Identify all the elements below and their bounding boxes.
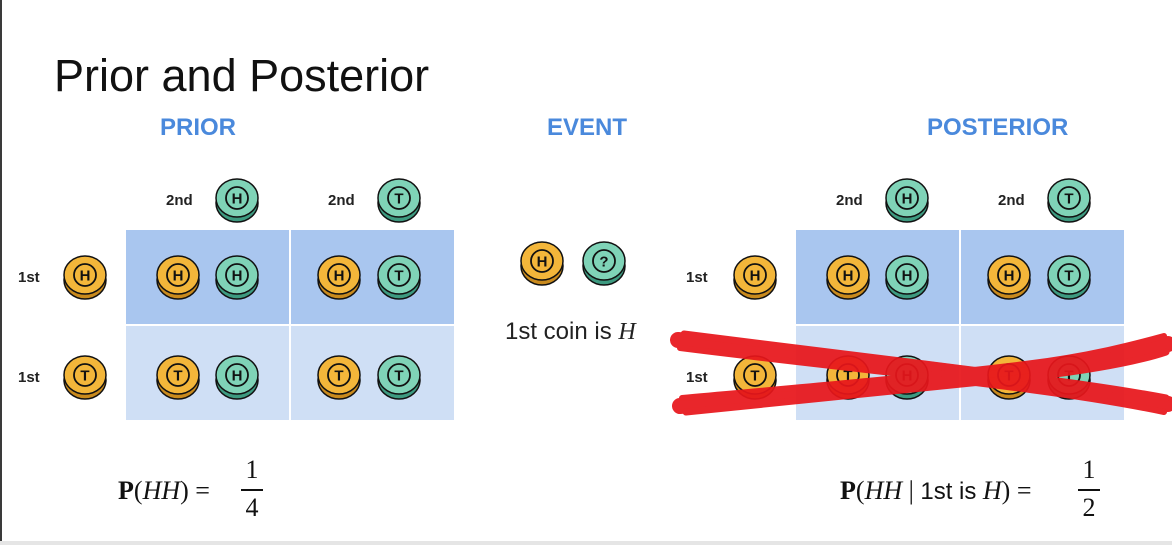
- gold-coin-icon: H: [732, 254, 778, 300]
- gold-coin-icon: T: [316, 354, 362, 400]
- event-description: 1st coin is H: [505, 318, 636, 345]
- teal-coin-icon: T: [376, 254, 422, 300]
- coin-letter: T: [173, 368, 182, 385]
- coin-letter: H: [80, 268, 91, 285]
- event-heading: EVENT: [547, 114, 628, 141]
- coin-letter: H: [232, 191, 243, 208]
- coin-letter: T: [80, 368, 89, 385]
- frame-bottom-border: [0, 541, 1172, 545]
- posterior-row-label-1st: 1st: [686, 269, 708, 286]
- teal-coin-icon: T: [1046, 177, 1092, 223]
- frame-left-border: [0, 0, 2, 545]
- prior-row-label-1st: 1st: [18, 269, 40, 286]
- coin-letter: H: [232, 268, 243, 285]
- posterior-fraction-bar: [1078, 489, 1100, 491]
- coin-letter: T: [394, 268, 403, 285]
- coin-letter: H: [537, 254, 548, 271]
- coin-letter: T: [1064, 268, 1073, 285]
- prior-row-label-1st: 1st: [18, 369, 40, 386]
- prior-fraction-bar: [241, 489, 263, 491]
- prior-col-label-2nd: 2nd: [328, 192, 355, 209]
- prior-formula: P(HH) =: [118, 476, 210, 505]
- gold-coin-icon: T: [62, 354, 108, 400]
- posterior-denominator: 2: [1082, 493, 1096, 522]
- coin-letter: T: [394, 368, 403, 385]
- gold-coin-icon: H: [986, 254, 1032, 300]
- posterior-numerator: 1: [1082, 455, 1096, 484]
- coin-glyph: T: [156, 355, 200, 400]
- coin-letter: H: [334, 268, 345, 285]
- coin-letter: T: [750, 368, 759, 385]
- coin-letter: ?: [599, 254, 608, 271]
- coin-letter: T: [1064, 368, 1073, 385]
- slide-title: Prior and Posterior: [54, 50, 430, 101]
- coin-glyph: T: [377, 255, 421, 300]
- coin-glyph: H: [826, 255, 870, 300]
- coin-letter: H: [902, 191, 913, 208]
- coin-glyph: T: [317, 355, 361, 400]
- coin-glyph: H: [520, 241, 564, 286]
- posterior-heading: POSTERIOR: [927, 114, 1069, 141]
- prior-col-label-2nd: 2nd: [166, 192, 193, 209]
- coin-letter: T: [334, 368, 343, 385]
- coin-glyph: T: [63, 355, 107, 400]
- teal-coin-icon: H: [214, 354, 260, 400]
- coin-letter: H: [843, 268, 854, 285]
- coin-glyph: H: [987, 255, 1031, 300]
- coin-letter: H: [902, 268, 913, 285]
- coin-letter: T: [394, 191, 403, 208]
- coin-glyph: H: [63, 255, 107, 300]
- coin-glyph: H: [156, 255, 200, 300]
- gold-coin-icon: H: [62, 254, 108, 300]
- coin-glyph: ?: [582, 241, 626, 286]
- posterior-row-label-1st: 1st: [686, 369, 708, 386]
- gold-coin-icon: H: [155, 254, 201, 300]
- coin-letter: H: [173, 268, 184, 285]
- teal-coin-icon: ?: [581, 240, 627, 286]
- coin-letter: T: [1064, 191, 1073, 208]
- coin-glyph: H: [885, 178, 929, 223]
- coin-glyph: T: [1047, 178, 1091, 223]
- posterior-col-label-2nd: 2nd: [998, 192, 1025, 209]
- prior-cell-hh: [126, 230, 289, 324]
- prior-denominator: 4: [245, 493, 259, 522]
- teal-coin-icon: H: [884, 177, 930, 223]
- coin-letter: H: [1004, 268, 1015, 285]
- coin-letter: H: [232, 368, 243, 385]
- coin-glyph: H: [215, 255, 259, 300]
- coin-glyph: T: [377, 178, 421, 223]
- prior-cell-th: [126, 326, 289, 420]
- teal-coin-icon: T: [1046, 254, 1092, 300]
- coin-glyph: H: [215, 178, 259, 223]
- red-x-scribble: [670, 330, 1172, 416]
- gold-coin-icon: H: [519, 240, 565, 286]
- gold-coin-icon: H: [316, 254, 362, 300]
- coin-glyph: T: [377, 355, 421, 400]
- teal-coin-icon: T: [376, 177, 422, 223]
- coin-glyph: T: [1047, 255, 1091, 300]
- coin-glyph: H: [215, 355, 259, 400]
- prior-heading: PRIOR: [160, 114, 237, 141]
- prior-numerator: 1: [245, 455, 259, 484]
- posterior-col-label-2nd: 2nd: [836, 192, 863, 209]
- coin-glyph: H: [733, 255, 777, 300]
- coin-glyph: H: [885, 255, 929, 300]
- coin-glyph: H: [317, 255, 361, 300]
- teal-coin-icon: H: [214, 254, 260, 300]
- teal-coin-icon: H: [214, 177, 260, 223]
- gold-coin-icon: H: [825, 254, 871, 300]
- coin-letter: H: [750, 268, 761, 285]
- posterior-formula: P(HH | 1st is H) =: [840, 476, 1032, 505]
- coin-letter: T: [843, 368, 852, 385]
- posterior-cell-hh: [796, 230, 959, 324]
- teal-coin-icon: H: [884, 254, 930, 300]
- teal-coin-icon: T: [376, 354, 422, 400]
- gold-coin-icon: T: [155, 354, 201, 400]
